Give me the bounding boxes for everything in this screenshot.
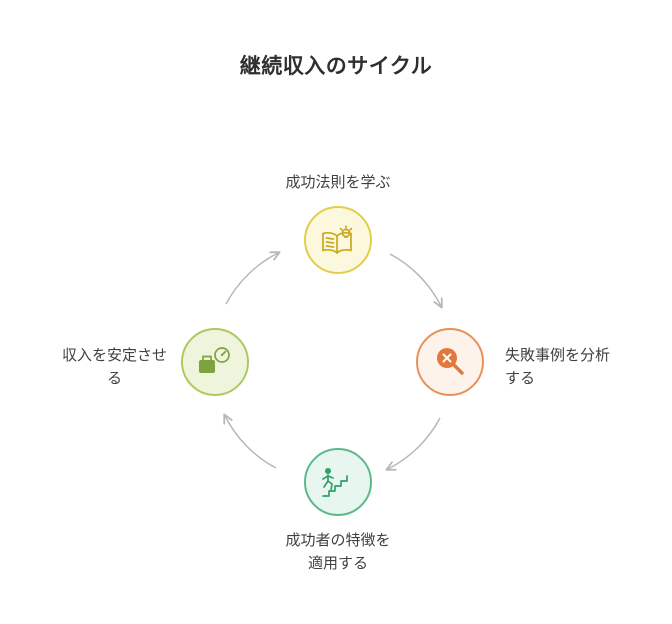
node-label-stabilize: 収入を安定させる	[61, 347, 167, 388]
node-apply	[304, 448, 372, 516]
briefcase-gauge-icon	[199, 347, 230, 373]
person-climbing-stairs-icon	[322, 468, 348, 497]
node-circle-apply	[304, 448, 372, 516]
cycle-arrows	[223, 251, 443, 471]
arrow-apply-to-stabilize	[223, 413, 277, 469]
arrow-analyze-to-apply	[385, 417, 441, 471]
node-stabilize	[181, 328, 249, 396]
page-title: 継続収入のサイクル	[239, 55, 433, 78]
book-lightbulb-icon	[322, 225, 353, 254]
node-analyze	[416, 328, 484, 396]
node-circle-learn	[304, 206, 372, 274]
arrow-learn-to-analyze	[389, 253, 443, 309]
node-label-analyze: 失敗事例を分析する	[505, 347, 611, 388]
magnifier-x-icon	[437, 348, 464, 375]
arrow-stabilize-to-learn	[225, 251, 281, 305]
node-learn	[304, 206, 372, 274]
node-label-apply: 成功者の特徴を適用する	[285, 532, 391, 573]
node-label-learn: 成功法則を学ぶ	[285, 174, 391, 191]
